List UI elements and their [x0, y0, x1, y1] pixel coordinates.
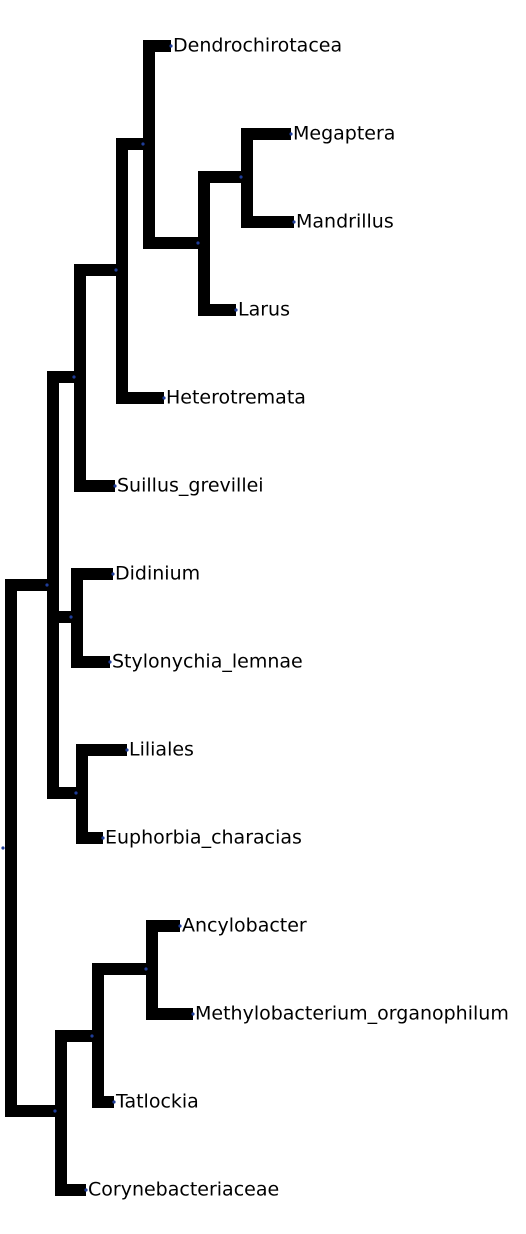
leaf-label-heterotremata: Heterotremata: [166, 387, 306, 409]
node-dot-dendrochirotacea: [169, 44, 173, 48]
leaf-label-euphorbia-characias: Euphorbia_characias: [105, 827, 302, 849]
node-dot-root: [1, 846, 5, 850]
horizontal-branch-tatlockia: [92, 1096, 114, 1108]
node-dot-clade-b: [114, 268, 118, 272]
node-dot-clade-a: [72, 375, 76, 379]
horizontal-branch-clade-d: [143, 237, 198, 249]
horizontal-branch-clade-e: [198, 171, 241, 183]
horizontal-branch-suillus: [74, 480, 115, 492]
horizontal-branch-stylonychia: [71, 656, 110, 668]
leaf-label-ancylobacter: Ancylobacter: [182, 915, 307, 937]
vertical-branch-clade-d: [198, 171, 210, 316]
node-dot-ingroup: [45, 583, 49, 587]
node-dot-clade-i: [90, 1034, 94, 1038]
vertical-branch-clade-b: [116, 138, 128, 404]
horizontal-branch-clade-i: [55, 1030, 92, 1042]
horizontal-branch-clade-g: [47, 787, 76, 799]
node-dot-corynebacteriaceae: [84, 1188, 88, 1192]
node-dot-clade-e: [239, 175, 243, 179]
leaf-label-mandrillus: Mandrillus: [296, 211, 394, 233]
node-dot-clade-j: [144, 967, 148, 971]
vertical-branch-clade-e: [241, 128, 253, 228]
vertical-branch-clade-g: [76, 744, 88, 844]
horizontal-branch-clade-h: [5, 1105, 55, 1117]
node-dot-liliales: [125, 748, 129, 752]
leaf-label-dendrochirotacea: Dendrochirotacea: [173, 35, 342, 57]
leaf-label-liliales: Liliales: [129, 739, 194, 761]
vertical-branch-clade-f: [71, 568, 83, 668]
vertical-branch-clade-a: [74, 264, 86, 492]
node-dot-methylobacterium: [191, 1012, 195, 1016]
node-dot-megaptera: [289, 132, 293, 136]
horizontal-branch-ingroup: [5, 579, 47, 591]
node-dot-euphorbia: [101, 836, 105, 840]
horizontal-branch-clade-b: [74, 264, 116, 276]
leaf-label-methylobacterium-organophilum: Methylobacterium_organophilum: [195, 1003, 509, 1025]
horizontal-branch-dendrochirotacea: [143, 40, 171, 52]
tree-branches: [5, 40, 294, 1196]
node-dot-heterotremata: [162, 396, 166, 400]
vertical-branch-clade-j: [146, 920, 158, 1020]
node-dot-ancylobacter: [178, 924, 182, 928]
horizontal-branch-clade-c: [116, 138, 143, 150]
horizontal-branch-methylobacterium: [146, 1008, 193, 1020]
node-dot-larus: [234, 308, 238, 312]
node-dot-clade-d: [196, 241, 200, 245]
horizontal-branch-larus: [198, 304, 236, 316]
tree-nodes: [1, 44, 296, 1192]
leaf-label-tatlockia: Tatlockia: [115, 1091, 199, 1113]
horizontal-branch-heterotremata: [116, 392, 164, 404]
horizontal-branch-clade-j: [92, 963, 146, 975]
leaf-label-megaptera: Megaptera: [293, 123, 395, 145]
horizontal-branch-didinium: [71, 568, 113, 580]
horizontal-branch-clade-a: [47, 371, 74, 383]
leaf-label-suillus-grevillei: Suillus_grevillei: [117, 475, 264, 497]
node-dot-didinium: [111, 572, 115, 576]
leaf-label-didinium: Didinium: [115, 563, 200, 585]
vertical-branch-clade-i: [92, 963, 104, 1108]
vertical-branch-root: [5, 579, 17, 1117]
node-dot-clade-h: [53, 1109, 57, 1113]
horizontal-branch-megaptera: [241, 128, 291, 140]
node-dot-clade-f: [69, 615, 73, 619]
horizontal-branch-clade-f: [47, 611, 71, 623]
horizontal-branch-mandrillus: [241, 216, 294, 228]
node-dot-stylonychia: [108, 660, 112, 664]
horizontal-branch-euphorbia: [76, 832, 103, 844]
horizontal-branch-liliales: [76, 744, 127, 756]
horizontal-branch-corynebacteriaceae: [55, 1184, 86, 1196]
node-dot-clade-g: [74, 791, 78, 795]
vertical-branch-ingroup: [47, 371, 59, 799]
node-dot-tatlockia: [112, 1100, 116, 1104]
leaf-label-corynebacteriaceae: Corynebacteriaceae: [88, 1179, 279, 1201]
vertical-branch-clade-h: [55, 1030, 67, 1196]
node-dot-mandrillus: [292, 220, 296, 224]
node-dot-clade-c: [141, 142, 145, 146]
leaf-label-larus: Larus: [238, 299, 290, 321]
vertical-branch-clade-c: [143, 40, 155, 249]
node-dot-suillus: [113, 484, 117, 488]
horizontal-branch-ancylobacter: [146, 920, 180, 932]
leaf-label-stylonychia-lemnae: Stylonychia_lemnae: [112, 651, 303, 673]
